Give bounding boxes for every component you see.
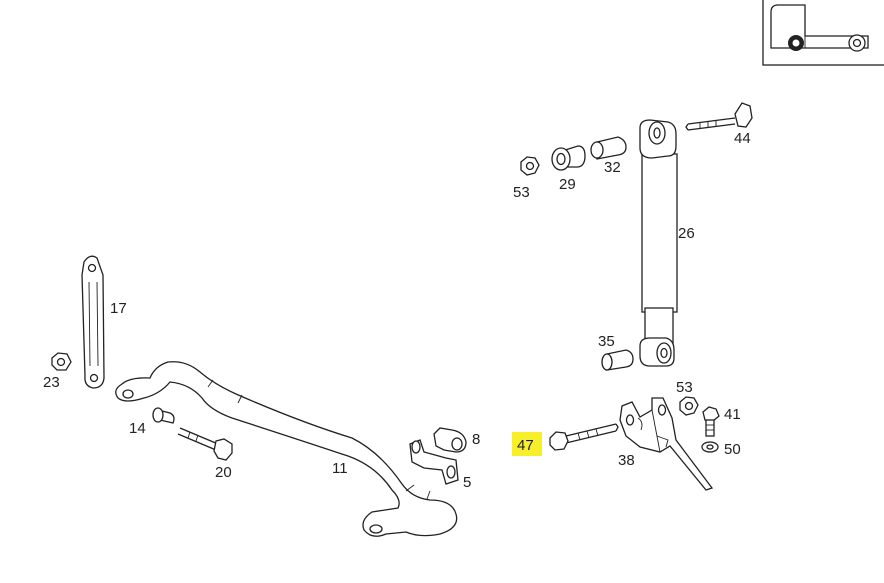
label-17: 17 bbox=[110, 300, 127, 317]
part-26-shock-absorber[interactable] bbox=[639, 119, 678, 367]
part-41-bolt[interactable] bbox=[702, 406, 720, 437]
part-53-nut-upper[interactable] bbox=[520, 156, 540, 176]
label-32: 32 bbox=[604, 159, 621, 176]
label-53-upper: 53 bbox=[513, 184, 530, 201]
label-23: 23 bbox=[43, 374, 60, 391]
part-50-washer[interactable] bbox=[701, 441, 719, 453]
part-32-sleeve[interactable] bbox=[590, 136, 627, 160]
part-35-sleeve[interactable] bbox=[601, 349, 634, 371]
label-8: 8 bbox=[472, 431, 480, 448]
part-53-nut-lower[interactable] bbox=[679, 396, 699, 416]
label-41: 41 bbox=[724, 406, 741, 423]
part-29-bushing[interactable] bbox=[551, 145, 586, 171]
part-38-bracket[interactable] bbox=[619, 397, 714, 491]
label-47[interactable]: 47 bbox=[517, 437, 534, 454]
label-44: 44 bbox=[734, 130, 751, 147]
part-44-bolt[interactable] bbox=[685, 102, 753, 131]
part-11-stabilizer-bar[interactable] bbox=[115, 361, 458, 537]
label-35: 35 bbox=[598, 333, 615, 350]
label-26: 26 bbox=[678, 225, 695, 242]
part-23-nut[interactable] bbox=[51, 352, 72, 371]
part-8-clamp[interactable] bbox=[433, 427, 467, 453]
part-20-bolt[interactable] bbox=[177, 427, 233, 461]
label-38: 38 bbox=[618, 452, 635, 469]
label-53-lower: 53 bbox=[676, 379, 693, 396]
label-50: 50 bbox=[724, 441, 741, 458]
part-47-bolt[interactable] bbox=[549, 423, 619, 451]
part-5-clamp-bracket[interactable] bbox=[409, 439, 459, 485]
label-5: 5 bbox=[463, 474, 471, 491]
truck-front-axle-icon bbox=[762, 0, 884, 66]
label-20: 20 bbox=[215, 464, 232, 481]
label-29: 29 bbox=[559, 176, 576, 193]
label-14: 14 bbox=[129, 420, 146, 437]
highlight-47 bbox=[512, 432, 542, 456]
label-11: 11 bbox=[332, 460, 348, 477]
part-17-link[interactable] bbox=[81, 255, 105, 389]
part-14-bushing[interactable] bbox=[152, 407, 175, 424]
